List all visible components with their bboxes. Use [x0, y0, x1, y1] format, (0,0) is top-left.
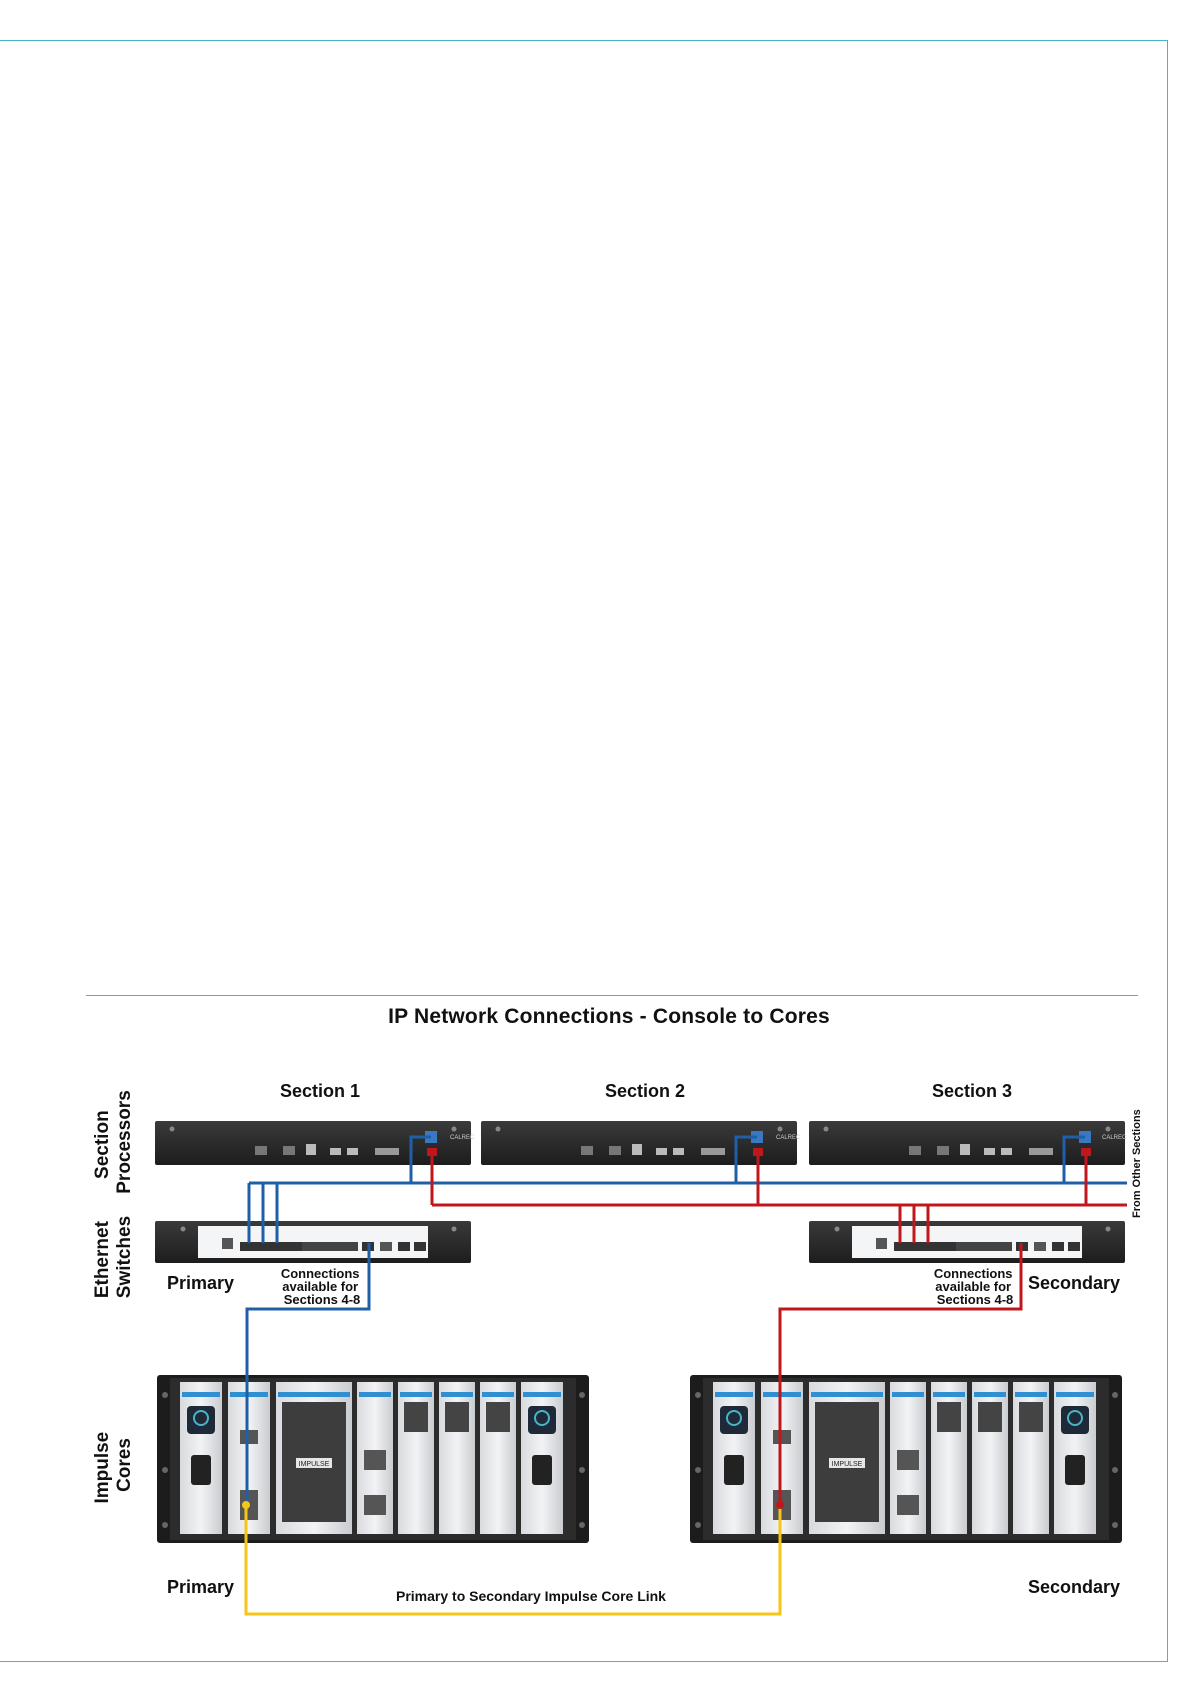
- secondary-network-links: [430, 1150, 1127, 1505]
- ethernet-switch-secondary: [809, 1221, 1125, 1263]
- row-label-cores: Impulse Cores: [92, 1426, 135, 1503]
- processor-3-brand: CALREC: [1102, 1135, 1127, 1141]
- impulse-core-secondary: IMPULSE: [690, 1375, 1122, 1543]
- processor-2-brand: CALREC: [776, 1135, 801, 1141]
- processor-1-brand: CALREC: [450, 1135, 475, 1141]
- section-3-label: Section 3: [932, 1081, 1012, 1101]
- switch-primary-label: Primary: [167, 1273, 234, 1293]
- core-secondary-badge: IMPULSE: [832, 1461, 863, 1468]
- core-primary-label: Primary: [167, 1577, 234, 1597]
- primary-connections-note: Connections available for Sections 4-8: [281, 1266, 363, 1307]
- section-processor-1: CALREC: [155, 1121, 475, 1165]
- page-frame: [0, 40, 1168, 1662]
- secondary-connections-note: Connections available for Sections 4-8: [934, 1266, 1016, 1307]
- row-label-switches: Ethernet Switches: [92, 1216, 135, 1298]
- core-interconnect-link: [242, 1501, 784, 1616]
- impulse-core-primary: IMPULSE: [157, 1375, 589, 1543]
- section-processor-3: CALREC: [809, 1121, 1127, 1165]
- row-label-processors: Section Processors: [92, 1090, 135, 1194]
- core-secondary-label: Secondary: [1028, 1577, 1120, 1597]
- section-1-label: Section 1: [280, 1081, 360, 1101]
- from-other-sections-label: From Other Sections: [1131, 1109, 1143, 1218]
- diagram-title: IP Network Connections - Console to Core…: [388, 1005, 830, 1028]
- core-link-label: Primary to Secondary Impulse Core Link: [396, 1588, 666, 1604]
- switch-secondary-label: Secondary: [1028, 1273, 1120, 1293]
- primary-network-links: [245, 1135, 1127, 1505]
- section-processor-2: CALREC: [481, 1121, 801, 1165]
- section-divider: [86, 995, 1138, 996]
- section-2-label: Section 2: [605, 1081, 685, 1101]
- ethernet-switch-primary: [155, 1221, 471, 1263]
- core-primary-badge: IMPULSE: [299, 1461, 330, 1468]
